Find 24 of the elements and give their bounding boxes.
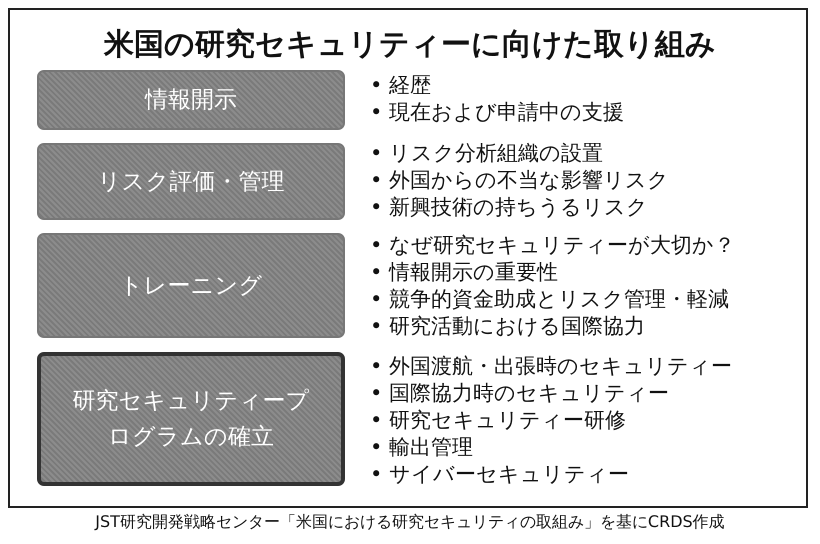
box-label: 情報開示 — [144, 86, 238, 115]
category-box — [37, 70, 345, 130]
box-label: トレーニング — [118, 272, 264, 300]
bullet-item: • 情報開示の重要性 — [370, 259, 560, 286]
bullet-item: • 研究セキュリティー研修 — [370, 407, 628, 434]
bullet-item: • リスク分析組織の設置 — [370, 140, 604, 167]
bullet-item: • 現在および申請中の支援 — [370, 99, 624, 126]
category-box — [37, 233, 345, 338]
bullet-item: • 研究活動における国際協力 — [370, 313, 646, 340]
bullet-item: • なぜ研究セキュリティーが大切か？ — [370, 232, 736, 259]
bullet-item: • 新興技術の持ちうるリスク — [370, 194, 650, 221]
caption: JST研究開発戦略センター「米国における研究セキュリティの取組み」を基にCRDS作成 — [93, 512, 726, 533]
bullet-item: • 国際協力時のセキュリティー — [370, 380, 670, 407]
bullet-item: • 外国からの不当な影響リスク — [370, 167, 670, 194]
box-label: リスク評価・管理 — [96, 168, 286, 196]
category-box — [37, 143, 345, 220]
title: 米国の研究セキュリティーに向けた取り組み — [102, 26, 717, 64]
box-label: 研究セキュリティープログラムの確立 — [72, 387, 310, 452]
bullet-item: • 輸出管理 — [370, 434, 474, 461]
category-box — [37, 352, 345, 486]
bullet-item: • 外国渡航・出張時のセキュリティー — [370, 353, 732, 380]
bullet-item: • 競争的資金助成とリスク管理・軽減 — [370, 286, 730, 313]
bullet-item: • サイバーセキュリティー — [370, 461, 630, 488]
bullet-item: • 経歴 — [370, 72, 432, 99]
